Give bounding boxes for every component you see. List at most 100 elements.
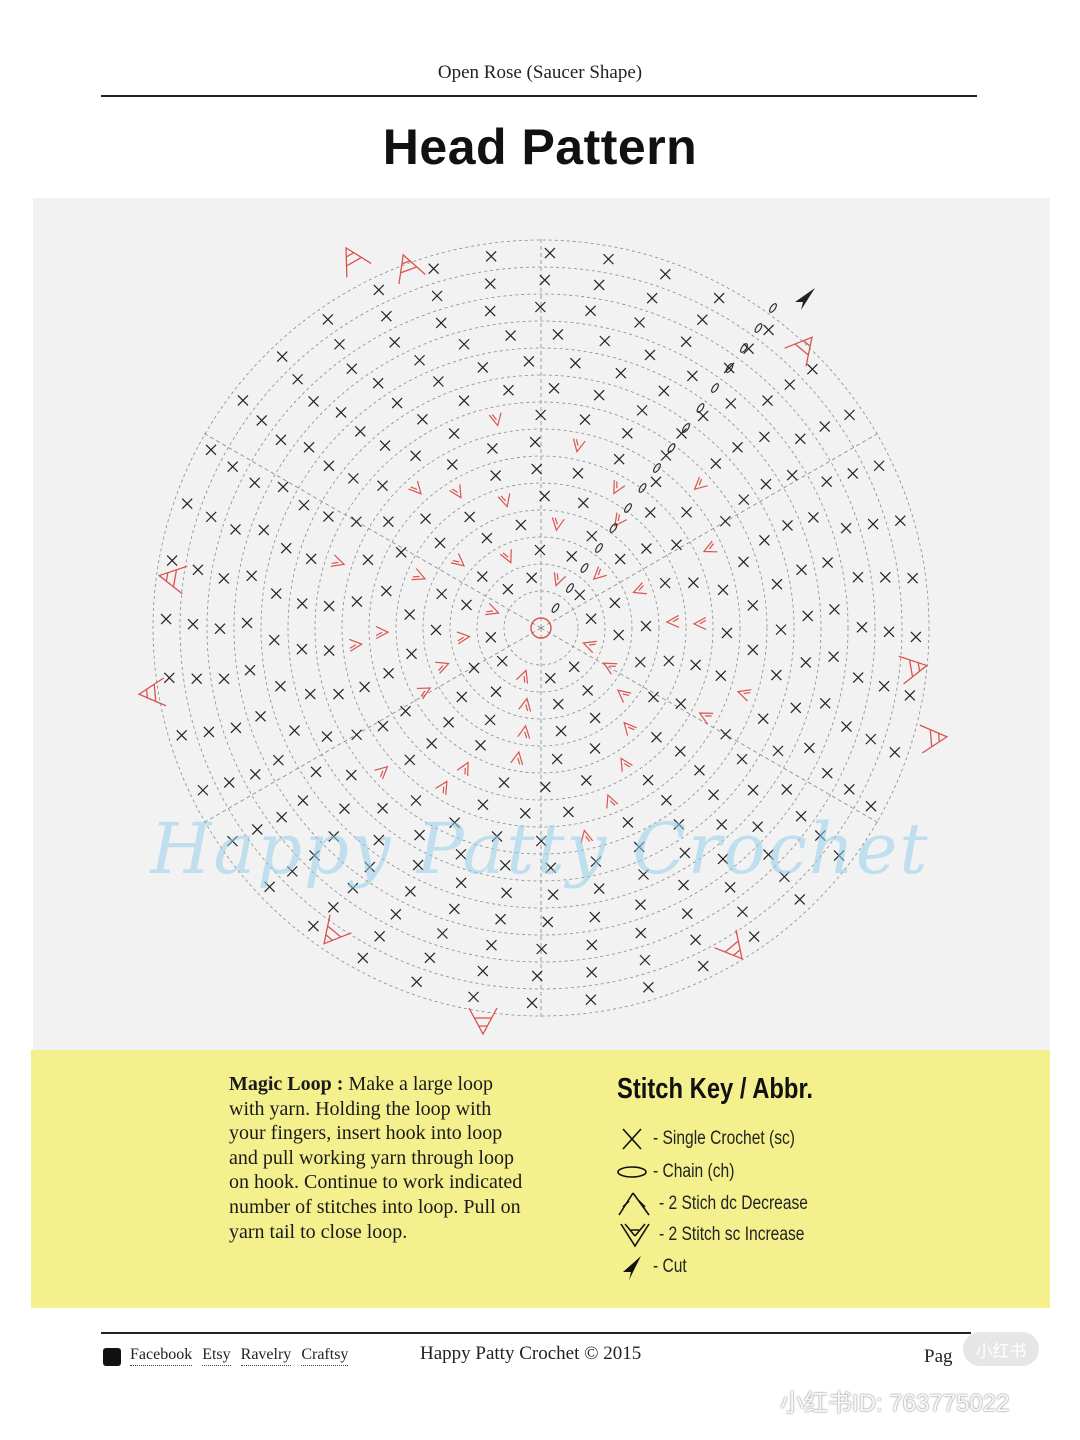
- sc-increase-mark: [665, 614, 680, 628]
- single-crochet-mark: [690, 934, 702, 946]
- single-crochet-mark: [763, 849, 774, 860]
- single-crochet-mark: [747, 600, 759, 611]
- dc-decrease-mark: [323, 914, 352, 945]
- single-crochet-mark: [661, 794, 672, 806]
- single-crochet-mark: [357, 952, 369, 964]
- single-crochet-mark: [434, 537, 446, 549]
- single-crochet-mark: [784, 379, 796, 391]
- single-crochet-mark: [568, 661, 580, 673]
- cut-mark: [795, 288, 815, 310]
- sc-increase-mark: [349, 638, 364, 652]
- single-crochet-mark: [633, 841, 645, 853]
- single-crochet-mark: [501, 887, 513, 899]
- chain-mark: [725, 363, 734, 373]
- single-crochet-mark: [634, 656, 646, 668]
- single-crochet-mark: [807, 512, 819, 523]
- dc-decrease-mark: [157, 565, 188, 595]
- single-crochet-mark: [406, 648, 417, 660]
- single-crochet-mark: [651, 731, 662, 743]
- single-crochet-mark: [187, 618, 199, 630]
- single-crochet-mark: [456, 691, 468, 703]
- round-guide-ring: [152, 239, 930, 1017]
- single-crochet-mark: [227, 461, 239, 473]
- chain-mark: [769, 303, 777, 313]
- etsy-link[interactable]: Etsy: [202, 1346, 231, 1366]
- single-crochet-mark: [763, 324, 775, 336]
- single-crochet-mark: [458, 395, 470, 407]
- sc-increase-mark: [623, 721, 637, 736]
- stitch-key-title: Stitch Key / Abbr.: [617, 1073, 814, 1105]
- sc-increase-mark: [435, 780, 448, 795]
- single-crochet-mark: [544, 247, 556, 259]
- single-crochet-mark: [847, 467, 859, 479]
- single-crochet-mark: [781, 783, 793, 795]
- single-crochet-mark: [531, 970, 543, 982]
- single-crochet-mark: [828, 651, 840, 663]
- single-crochet-mark: [268, 634, 280, 646]
- single-crochet-mark: [800, 656, 812, 668]
- cut-icon: [623, 1256, 641, 1280]
- chain-mark: [740, 343, 748, 353]
- single-crochet-mark: [679, 847, 691, 859]
- craftsy-link[interactable]: Craftsy: [301, 1346, 349, 1366]
- single-crochet-mark: [569, 357, 581, 369]
- dc-decrease-mark: [345, 246, 372, 278]
- chain-mark: [609, 523, 618, 533]
- single-crochet-mark: [495, 913, 506, 925]
- sc-increase-mark: [450, 553, 466, 567]
- chain-mark: [595, 543, 603, 553]
- dc-decrease-mark: [898, 655, 929, 685]
- single-crochet-mark: [593, 389, 605, 401]
- single-crochet-mark: [696, 314, 708, 326]
- single-crochet-mark: [687, 577, 699, 589]
- sc-increase-mark: [485, 602, 500, 616]
- single-crochet-mark: [181, 498, 193, 510]
- key-label-dc-decrease: - 2 Stich dc Decrease: [659, 1193, 808, 1214]
- facebook-link[interactable]: Facebook: [130, 1346, 193, 1366]
- single-crochet-mark: [464, 511, 476, 523]
- single-crochet-mark: [515, 519, 527, 531]
- single-crochet-mark: [681, 506, 693, 518]
- single-crochet-mark: [359, 681, 371, 693]
- single-crochet-mark: [244, 664, 256, 676]
- chain-mark: [696, 403, 705, 413]
- single-crochet-mark: [380, 310, 392, 322]
- single-crochet-mark: [747, 784, 759, 796]
- single-crochet-mark: [690, 659, 702, 671]
- single-crochet-mark: [468, 662, 480, 674]
- single-crochet-mark: [350, 516, 362, 528]
- sc-increase-mark: [606, 793, 619, 809]
- single-crochet-mark: [416, 413, 428, 425]
- single-crochet-mark: [681, 908, 693, 920]
- single-crochet-mark: [724, 881, 736, 893]
- section-divider: [540, 432, 879, 629]
- single-crochet-mark: [374, 930, 386, 942]
- single-crochet-mark: [430, 624, 442, 636]
- single-crochet-mark: [585, 305, 596, 317]
- single-crochet-mark: [634, 317, 645, 328]
- crochet-chart-panel: [33, 198, 1050, 1050]
- single-crochet-mark: [255, 710, 266, 722]
- sc-increase-mark: [416, 687, 432, 700]
- single-crochet-mark: [484, 278, 496, 290]
- single-crochet-mark: [249, 477, 261, 489]
- single-crochet-mark: [548, 382, 560, 394]
- single-crochet-mark: [743, 343, 755, 355]
- single-crochet-mark: [289, 725, 300, 737]
- sc-increase-mark: [408, 480, 422, 495]
- sc-increase-mark: [613, 512, 627, 527]
- single-crochet-mark: [535, 835, 547, 847]
- single-crochet-mark: [551, 753, 563, 765]
- single-crochet-mark: [323, 645, 335, 656]
- round-guide-ring: [233, 320, 849, 936]
- single-crochet-mark: [432, 376, 444, 387]
- single-crochet-mark: [865, 800, 877, 812]
- single-crochet-mark: [354, 426, 366, 437]
- dc-decrease-mark: [398, 253, 426, 285]
- single-crochet-mark: [475, 739, 486, 751]
- sc-increase-mark: [449, 484, 462, 499]
- single-crochet-mark: [277, 481, 289, 493]
- single-crochet-mark: [455, 848, 467, 860]
- sc-increase-mark: [518, 697, 532, 712]
- ravelry-link[interactable]: Ravelry: [240, 1346, 292, 1366]
